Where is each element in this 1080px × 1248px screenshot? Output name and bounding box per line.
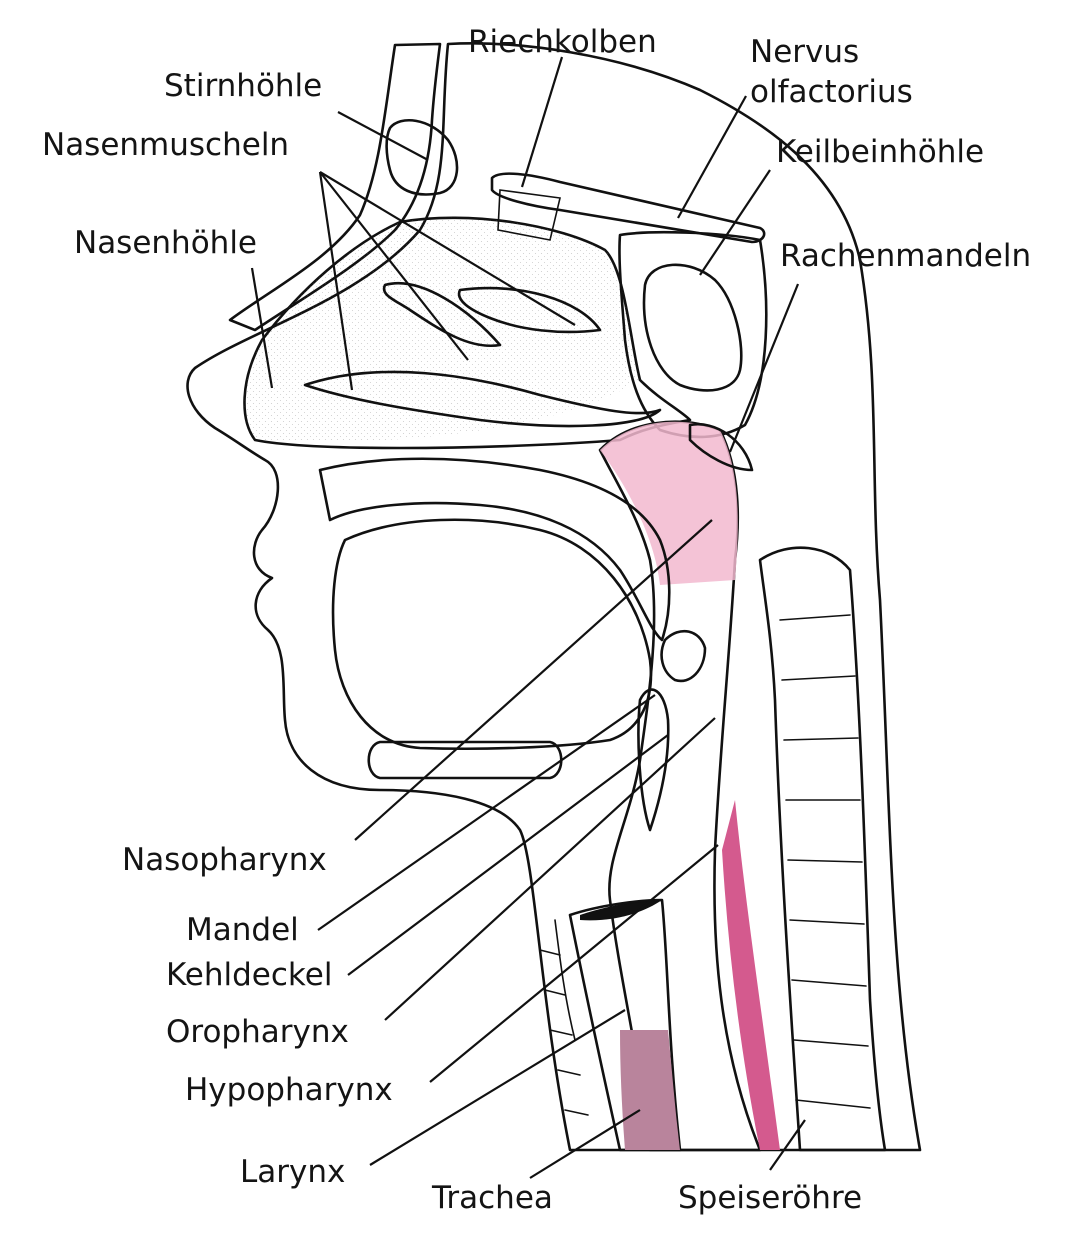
tongue (331, 518, 653, 751)
adenoid (688, 422, 754, 472)
leader-nervus (677, 95, 747, 219)
leader-nasenmuscheln-b (319, 171, 469, 361)
leader-nasenmuscheln-a (318, 171, 354, 391)
frontal-sinus (385, 119, 459, 196)
leader-kehldeckel (347, 734, 669, 976)
label-olfactorius: olfactorius (750, 74, 913, 110)
leader-trachea (529, 1109, 641, 1179)
label-rachenmandeln: Rachenmandeln (780, 238, 1031, 274)
olfactory-bulb (490, 172, 766, 244)
nasopharynx-zone (600, 421, 738, 585)
head-anatomy (186, 42, 922, 1152)
tracheal-rings (539, 919, 589, 1116)
leader-rachenmandeln (728, 283, 800, 453)
leader-lines (250, 56, 806, 1179)
label-trachea: Trachea (431, 1180, 553, 1216)
face-outline (186, 42, 922, 1152)
label-larynx: Larynx (240, 1154, 345, 1190)
leader-nasopharynx (354, 519, 713, 841)
label-oropharynx: Oropharynx (166, 1014, 349, 1050)
epiglottis (637, 688, 670, 832)
label-nasenmuscheln: Nasenmuscheln (42, 127, 289, 163)
hyoid-bone (367, 740, 563, 780)
labels: Riechkolben Nervus olfactorius Stirnhöhl… (42, 24, 1031, 1216)
leader-larynx (369, 1009, 626, 1166)
leader-keilbeinhoehle (699, 169, 771, 276)
leader-hypopharynx (429, 844, 719, 1083)
palate (318, 457, 671, 642)
leader-oropharynx (384, 717, 716, 1021)
tonsil (660, 629, 707, 683)
label-nasenhoehle: Nasenhöhle (74, 225, 257, 261)
label-speiseroehre: Speiseröhre (678, 1180, 862, 1216)
leader-mandel (317, 694, 656, 931)
vocal-fold (580, 900, 662, 921)
label-riechkolben: Riechkolben (468, 24, 657, 60)
label-keilbeinhoehle: Keilbeinhöhle (776, 134, 984, 170)
leader-riechkolben (520, 56, 564, 188)
sphenoid-sinus (642, 263, 743, 392)
pharynx (598, 420, 762, 1152)
turbinate-upper (382, 282, 502, 348)
label-nervus: Nervus (750, 34, 859, 70)
label-kehldeckel: Kehldeckel (166, 957, 332, 993)
label-mandel: Mandel (186, 912, 299, 948)
sphenoid-bone (618, 230, 768, 439)
esophagus (722, 800, 780, 1150)
turbinate-lower (303, 370, 662, 428)
leader-nasenhoehle (250, 267, 274, 389)
leader-speiseroehre (769, 1119, 806, 1171)
label-nasopharynx: Nasopharynx (122, 842, 327, 878)
label-stirnhoehle: Stirnhöhle (164, 68, 322, 104)
larynx-lower (620, 1030, 680, 1150)
vertebrae-lines (779, 614, 871, 1109)
larynx-tube (568, 898, 682, 1152)
cervical-spine (758, 546, 887, 1152)
leader-stirnhoehle (337, 111, 429, 161)
turbinate-middle (457, 286, 602, 334)
leader-nasenmuscheln-c (319, 171, 576, 326)
label-hypopharynx: Hypopharynx (185, 1072, 393, 1108)
